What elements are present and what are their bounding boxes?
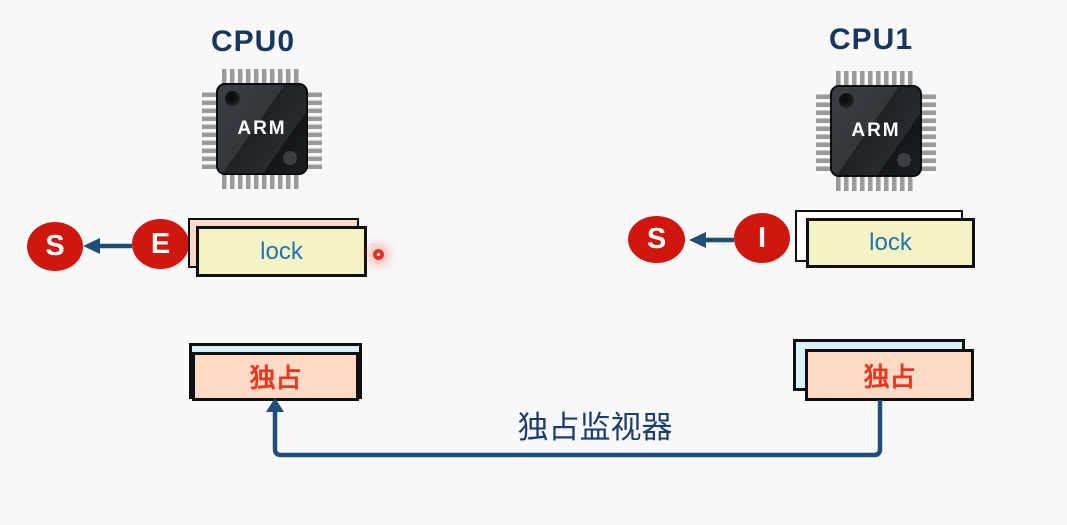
cpu0-state-exclusive-badge: E [132, 219, 189, 269]
chip-pins-top [222, 69, 302, 85]
cpu0-arrowhead-icon [83, 238, 100, 254]
cpu0-exclusive-box: 独占 [192, 352, 359, 401]
cpu1-lock-label: lock [869, 229, 912, 256]
chip-pins-right [920, 91, 936, 171]
chip-brand-label: ARM [237, 118, 287, 139]
cpu1-exclusive-box: 独占 [805, 349, 974, 401]
cpu0-state-shared-badge: S [27, 222, 83, 271]
cpu0-title: CPU0 [210, 25, 296, 58]
cpu1-cache-line-card: lock [806, 218, 975, 268]
cpu0-lock-label: lock [260, 237, 303, 265]
chip-pins-left [202, 89, 218, 169]
chip-pins-bottom [222, 173, 302, 189]
chip-body: ARM [216, 83, 308, 175]
chip-pins-left [816, 91, 832, 171]
cpu1-chip-icon: ARM [815, 70, 937, 192]
chip-brand-label: ARM [851, 120, 901, 141]
cpu1-title: CPU1 [828, 23, 914, 56]
cpu0-chip-icon: ARM [201, 68, 323, 190]
laser-pointer-dot [373, 249, 384, 260]
cpu1-state-invalid-badge: I [734, 213, 790, 263]
cpu0-cache-line-card: lock [196, 226, 367, 277]
cpu1-exclusive-label: 独占 [863, 361, 916, 392]
chip-body: ARM [830, 85, 922, 177]
cpu0-exclusive-label: 独占 [249, 363, 302, 393]
chip-pins-right [306, 89, 322, 169]
chip-pins-top [836, 71, 916, 87]
exclusive-monitor-caption: 独占监视器 [517, 410, 673, 445]
cpu1-arrowhead-icon [689, 232, 706, 248]
chip-pins-bottom [836, 175, 916, 191]
cpu1-state-shared-badge: S [628, 216, 685, 263]
